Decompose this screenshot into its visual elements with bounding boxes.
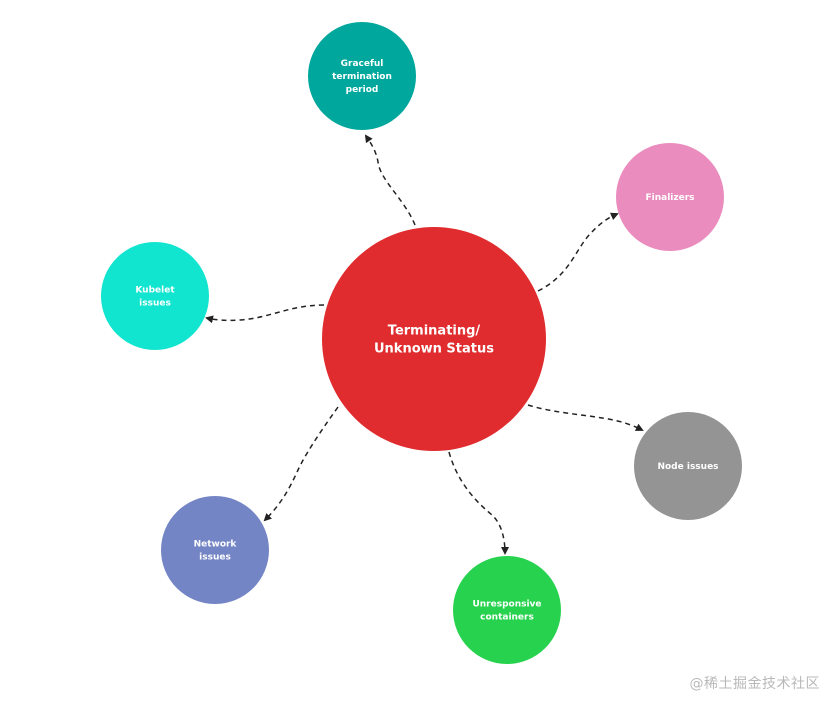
node-graceful-termination-period-label-line-1: Graceful [341, 59, 384, 69]
center-node-terminating-unknown-status-circle [322, 227, 546, 451]
center-node-terminating-unknown-status-label-line-2: Unknown Status [374, 342, 494, 357]
connector-arrow-node [527, 404, 644, 431]
node-unresponsive-containers-circle [453, 556, 561, 664]
node-network-issues: Network issues [161, 496, 269, 604]
node-graceful-termination-period-label-line-3: period [346, 85, 379, 95]
node-node-issues-label-line-1: Node issues [657, 462, 718, 472]
node-kubelet-issues-label-line-2: issues [139, 299, 171, 309]
node-kubelet-issues-label-line-1: Kubelet [135, 286, 175, 296]
node-finalizers-circle [616, 143, 724, 251]
connector-arrow-graceful [364, 134, 416, 226]
connector-arrow-finalizers [537, 212, 619, 292]
node-node-issues-circle [634, 412, 742, 520]
node-node-issues: Node issues [634, 412, 742, 520]
node-graceful-termination-period: Graceful termination period [308, 22, 416, 130]
node-network-issues-label-line-1: Network [194, 540, 238, 550]
connector-arrow-kubelet [205, 304, 325, 324]
node-kubelet-issues: Kubelet issues [101, 242, 209, 350]
connector-arrow-network [263, 406, 339, 522]
node-graceful-termination-period-circle [308, 22, 416, 130]
node-network-issues-circle [161, 496, 269, 604]
node-graceful-termination-period-label-line-2: termination [332, 72, 392, 82]
node-finalizers: Finalizers [616, 143, 724, 251]
connectors [205, 134, 644, 555]
node-unresponsive-containers-label-line-1: Unresponsive [472, 600, 541, 610]
watermark-text: @稀土掘金技术社区 [689, 676, 820, 692]
center-node-terminating-unknown-status-label-line-1: Terminating/ [388, 324, 481, 339]
center-node-terminating-unknown-status: Terminating/Unknown Status [322, 227, 546, 451]
node-unresponsive-containers: Unresponsive containers [453, 556, 561, 664]
nodes: Terminating/Unknown Status Graceful termin… [101, 22, 742, 664]
node-finalizers-label-line-1: Finalizers [645, 193, 694, 203]
node-network-issues-label-line-2: issues [199, 553, 231, 563]
node-kubelet-issues-circle [101, 242, 209, 350]
connector-arrow-unresponsive [448, 451, 509, 555]
node-unresponsive-containers-label-line-2: containers [480, 613, 534, 623]
